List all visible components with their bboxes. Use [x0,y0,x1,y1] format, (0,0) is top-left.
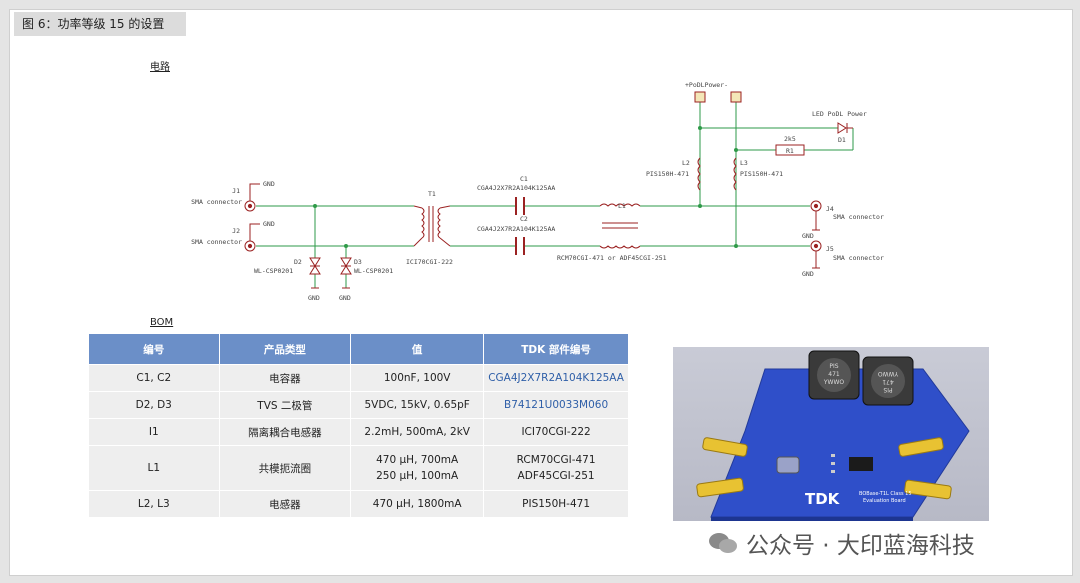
bom-part: RCM70CGI-471 [516,454,596,466]
l1-part: RCM70CGI-471 or ADF45CGI-251 [557,254,667,262]
j5-label: J5 [826,245,834,253]
bom-header-type: 产品类型 [218,333,352,365]
inductor-l3-text3: YWWO [878,370,900,377]
l2-label: L2 [682,159,690,167]
bom-ref: L2, L3 [88,490,220,518]
board-logo: TDK [805,490,841,508]
l3-label: L3 [740,159,748,167]
gnd-label-j2: GND [263,220,275,228]
bom-header-ref: 编号 [88,333,220,365]
j5-text: SMA connector [833,254,884,262]
j1-text: SMA connector [191,198,242,206]
j4-label: J4 [826,205,834,213]
bom-value-secondary: 250 μH, 100mA [376,470,459,482]
bom-value: 100nF, 100V [350,364,485,392]
t1-label: T1 [428,190,436,198]
bom-header-row: 编号 产品类型 值 TDK 部件编号 [88,333,629,365]
r1-value: 2k5 [784,135,796,143]
d3-part: WL-CSP0201 [354,267,393,275]
j1-label: J1 [232,187,240,195]
d2-part: WL-CSP0201 [254,267,293,275]
inductor-l3-text1: PIS [883,386,892,393]
board-title-1: BOBase-T1L Class 15 [859,491,912,497]
table-row: C1, C2 电容器 100nF, 100V CGA4J2X7R2A104K12… [88,364,629,392]
inductor-l3: PIS 471 YWWO [862,356,914,406]
inductor-l2: PIS 471 YWWO [808,350,860,400]
bom-part: PIS150H-471 [483,490,629,518]
table-row: L1 共模扼流圈 470 μH, 700mA 250 μH, 100mA RCM… [88,445,629,491]
inductor-l3-text2: 471 [882,378,894,385]
gnd-label-j1: GND [263,180,275,188]
bom-type: 电容器 [218,364,352,392]
gnd-label-d3: GND [339,294,351,302]
c1-part: CGA4J2X7R2A104K125AA [477,184,555,192]
bom-value: 470 μH, 1800mA [350,490,485,518]
bom-type: 电感器 [218,490,352,518]
bom-ref: L1 [88,445,220,491]
d1-label: D1 [838,136,846,144]
bom-part-secondary: ADF45CGI-251 [517,470,595,482]
bom-value-cell: 470 μH, 700mA 250 μH, 100mA [350,445,485,491]
figure-title: 图 6：功率等级 15 的设置 [14,12,186,36]
c2-label: C2 [520,215,528,223]
bom-value: 2.2mH, 500mA, 2kV [350,418,485,446]
bom-type: 隔离耦合电感器 [218,418,352,446]
table-row: I1 隔离耦合电感器 2.2mH, 500mA, 2kV ICI70CGI-22… [88,418,629,446]
circuit-label: 电路 [150,62,170,73]
watermark: 公众号 · 大印蓝海科技 [708,526,975,560]
gnd-label-j5: GND [802,270,814,278]
l3-part: PIS150H-471 [740,170,783,178]
board-render: PIS 471 YWWO PIS 471 YWWO TDK BOBase-T1L… [673,347,989,521]
bom-part-link[interactable]: B74121U0033M060 [483,391,629,419]
j4-text: SMA connector [833,213,884,221]
d3-label: D3 [354,258,362,266]
inductor-l2-text1: PIS [829,363,838,370]
inductor-l2-text2: 471 [828,371,840,378]
board-title-2: Evaluation Board [863,498,906,504]
bom-type: TVS 二极管 [218,391,352,419]
bom-part-cell: RCM70CGI-471 ADF45CGI-251 [483,445,629,491]
bom-part: ICI70CGI-222 [483,418,629,446]
wechat-icon [708,532,738,554]
l2-part: PIS150H-471 [646,170,689,178]
bom-ref: C1, C2 [88,364,220,392]
inductor-l2-text3: YWWO [823,379,845,386]
bom-value: 5VDC, 15kV, 0.65pF [350,391,485,419]
circuit-schematic: J1 SMA connector J2 SMA connector GND GN… [191,81,884,302]
bom-ref: I1 [88,418,220,446]
led-text: LED PoDL Power [812,110,867,118]
d2-label: D2 [294,258,302,266]
c1-label: C1 [520,175,528,183]
bom-value: 470 μH, 700mA [376,454,459,466]
bom-header-part: TDK 部件编号 [483,333,629,365]
bom-part-link[interactable]: CGA4J2X7R2A104K125AA [483,364,629,392]
bom-type: 共模扼流圈 [218,445,352,491]
table-row: L2, L3 电感器 470 μH, 1800mA PIS150H-471 [88,490,629,518]
c2-part: CGA4J2X7R2A104K125AA [477,225,555,233]
gnd-label-j4: GND [802,232,814,240]
r1-label: R1 [786,147,794,155]
l1-label: L1 [618,202,626,210]
table-row: D2, D3 TVS 二极管 5VDC, 15kV, 0.65pF B74121… [88,391,629,419]
t1-part: ICI70CGI-222 [406,258,453,266]
j2-text: SMA connector [191,238,242,246]
bom-header-value: 值 [350,333,485,365]
bom-ref: D2, D3 [88,391,220,419]
j2-label: J2 [232,227,240,235]
bom-label: BOM [150,317,174,328]
bom-table: 编号 产品类型 值 TDK 部件编号 C1, C2 电容器 100nF, 100… [88,333,629,518]
watermark-text: 公众号 · 大印蓝海科技 [746,533,975,559]
podl-power-label: +PoDLPower- [685,81,728,89]
gnd-label-d2: GND [308,294,320,302]
